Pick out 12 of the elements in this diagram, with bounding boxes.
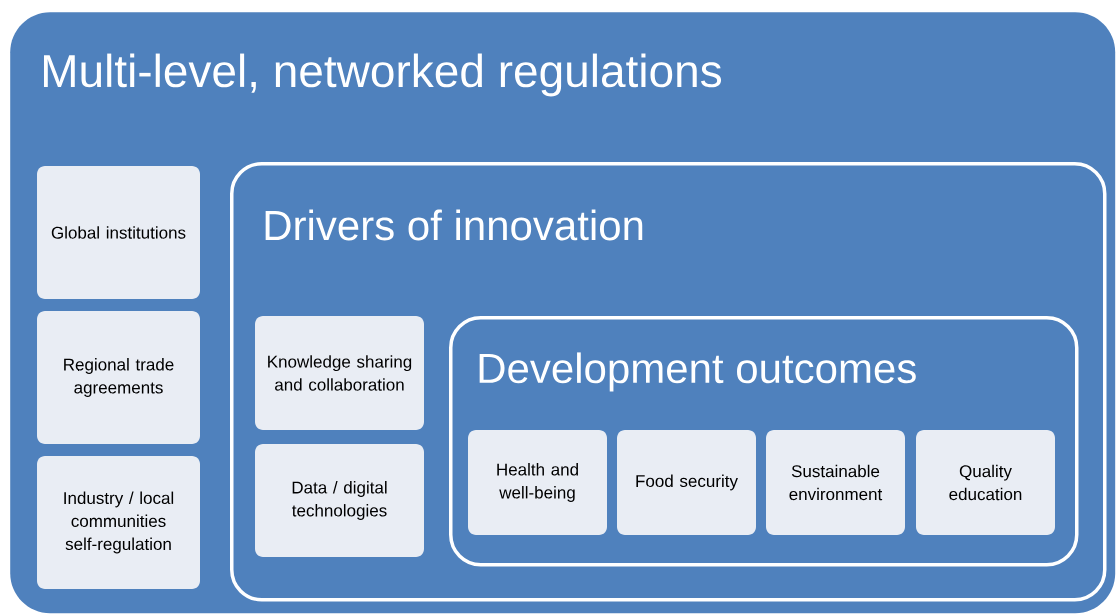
text-box: Knowledge sharing and collaboration	[255, 316, 424, 430]
text-box: Regional trade agreements	[37, 311, 200, 444]
text-box: Industry / local communities self-regulation	[37, 456, 200, 589]
text-box: Quality education	[916, 430, 1055, 535]
text-box: Food security	[617, 430, 756, 535]
text-box: Global institutions	[37, 166, 200, 299]
panel-title: Drivers of innovation	[265, 209, 643, 241]
text-box: Data / digital technologies	[255, 444, 424, 557]
panel-title: Development outcomes	[479, 352, 916, 392]
panel-title: Multi-level, networked regulations	[44, 53, 722, 97]
text-box: Health and well-being	[468, 430, 607, 535]
text-box: Sustainable environment	[766, 430, 905, 535]
